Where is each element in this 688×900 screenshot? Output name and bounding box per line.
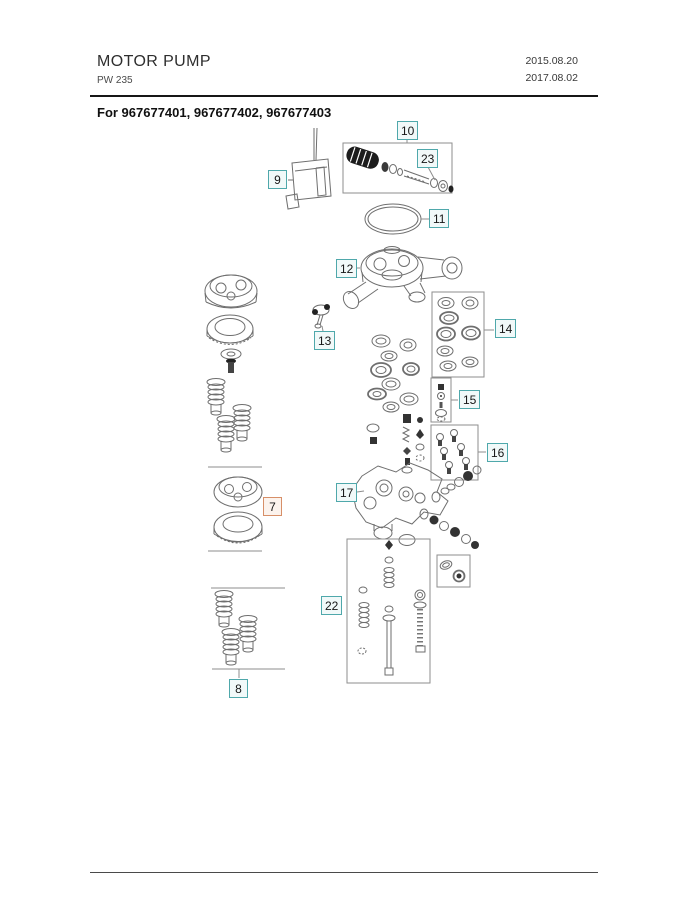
callout-12[interactable]: 12 bbox=[336, 259, 358, 278]
group-box-22-bolt-kit bbox=[346, 538, 431, 684]
callout-13[interactable]: 13 bbox=[314, 331, 336, 350]
page-title: MOTOR PUMP bbox=[97, 53, 211, 70]
date-published: 2015.08.20 bbox=[525, 55, 578, 67]
callout-11[interactable]: 11 bbox=[429, 209, 450, 228]
footer-rule bbox=[90, 872, 598, 873]
applies-to-models: For 967677401, 967677402, 967677403 bbox=[97, 105, 332, 120]
model-number: PW 235 bbox=[97, 75, 133, 86]
part-12-pump-head bbox=[342, 246, 463, 309]
group-box-16-fitting-kit bbox=[430, 424, 486, 481]
callout-10[interactable]: 10 bbox=[397, 121, 419, 140]
callout-23[interactable]: 23 bbox=[417, 149, 439, 168]
callout-17[interactable]: 17 bbox=[336, 483, 358, 502]
callout-22[interactable]: 22 bbox=[321, 596, 343, 615]
callout-16[interactable]: 16 bbox=[487, 443, 509, 462]
group-box-10-coupling-kit bbox=[342, 133, 454, 194]
group-box-ring-nut bbox=[436, 554, 471, 588]
piston-set-upper bbox=[206, 378, 252, 453]
group-box-15-small-valve-kit bbox=[430, 377, 458, 423]
group-7-swash-bearing bbox=[208, 466, 263, 552]
callout-14[interactable]: 14 bbox=[495, 319, 517, 338]
header-rule bbox=[90, 95, 598, 97]
callout-9[interactable]: 9 bbox=[268, 170, 287, 189]
callout-15[interactable]: 15 bbox=[459, 390, 481, 409]
part-9-capacitor bbox=[285, 127, 332, 210]
part-13-valve bbox=[312, 304, 330, 332]
loose-seal-washers bbox=[366, 334, 425, 474]
date-revised: 2017.08.02 bbox=[525, 72, 578, 84]
callout-8[interactable]: 8 bbox=[229, 679, 248, 698]
part-17-manifold bbox=[351, 462, 482, 549]
part-11-oring bbox=[364, 203, 429, 235]
swash-plate-assembly bbox=[204, 274, 258, 373]
group-8-piston-kit bbox=[211, 587, 285, 678]
group-box-14-seal-kit bbox=[431, 291, 494, 378]
callout-7[interactable]: 7 bbox=[263, 497, 282, 516]
